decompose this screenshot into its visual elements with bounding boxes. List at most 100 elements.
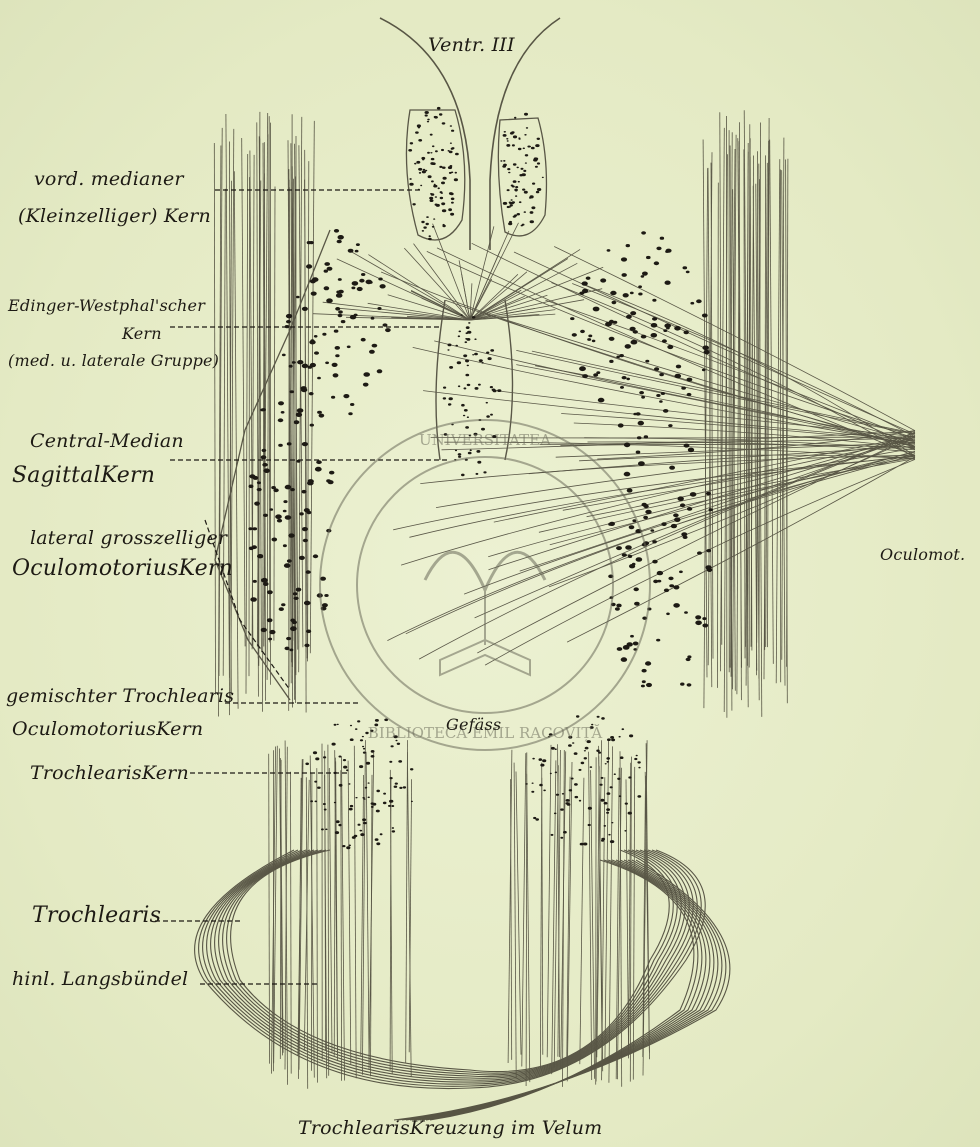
nerve-cell [375, 838, 379, 841]
nerve-cell [248, 527, 252, 530]
nerve-cell [294, 597, 299, 600]
nerve-cell [652, 560, 657, 564]
nerve-cell [643, 504, 648, 508]
nerve-cell [509, 202, 512, 204]
nerve-cell [461, 474, 465, 477]
nerve-cell [671, 524, 677, 528]
nerve-cell [537, 162, 540, 164]
nerve-cell [667, 345, 673, 349]
nerve-cell [637, 436, 642, 439]
nerve-cell [282, 354, 286, 357]
nerve-cell [337, 724, 339, 725]
nerve-cell [356, 243, 360, 246]
nerve-cell [638, 285, 642, 288]
nerve-cell [593, 307, 600, 312]
fiber-strand [308, 161, 309, 661]
oculomotor-fiber [406, 451, 915, 634]
nerve-cell [641, 685, 645, 688]
nerve-cell [371, 317, 375, 320]
nerve-cell [695, 615, 701, 619]
nerve-cell [359, 765, 363, 768]
fiber-strand [633, 767, 634, 1080]
nerve-cell [339, 756, 342, 758]
nerve-cell [433, 185, 437, 188]
nerve-cell [391, 745, 394, 747]
nerve-cell [517, 213, 520, 215]
label-kleinzelliger-kern: (Kleinzelliger) Kern [18, 205, 211, 227]
nerve-cell [472, 316, 476, 319]
nerve-cell [464, 409, 468, 412]
nerve-cell [508, 172, 510, 174]
nerve-cell [569, 789, 572, 791]
nerve-cell [328, 480, 334, 484]
nerve-cell [597, 716, 600, 718]
nerve-cell [587, 338, 591, 341]
nerve-cell [551, 834, 554, 836]
nerve-cell [490, 414, 493, 416]
nerve-cell [702, 617, 706, 620]
nerve-cell [302, 527, 308, 531]
nerve-cell [428, 175, 432, 178]
nerve-cell [436, 204, 440, 207]
nerve-cell [334, 330, 339, 333]
nerve-cell [609, 360, 613, 363]
nerve-cell [523, 170, 526, 172]
nerve-cell [636, 755, 638, 757]
nerve-cell [532, 783, 534, 784]
nerve-cell [609, 337, 615, 341]
nerve-cell [642, 680, 646, 683]
nerve-cell [588, 807, 592, 810]
nerve-cell [262, 463, 267, 467]
nerve-cell [359, 830, 362, 832]
nerve-cell [455, 153, 459, 156]
nerve-cell [455, 345, 458, 347]
nerve-cell [316, 460, 322, 464]
nerve-cell [637, 795, 641, 798]
nerve-cell [442, 167, 446, 169]
nerve-cell [626, 378, 630, 381]
nerve-cell [362, 736, 364, 737]
nerve-cell [321, 828, 324, 830]
nerve-cell [566, 799, 570, 802]
fiber-strand [366, 752, 369, 1064]
nerve-cell [612, 301, 617, 304]
nerve-cell [622, 728, 625, 730]
nerve-cell [606, 757, 610, 760]
nerve-cell [579, 800, 581, 802]
radiating-fiber [352, 252, 470, 320]
nerve-cell [513, 163, 517, 165]
nerve-cell [348, 412, 352, 415]
nerve-cell [296, 412, 302, 417]
nerve-cell [665, 281, 671, 285]
nerve-cell [542, 177, 544, 178]
nerve-cell [363, 383, 369, 387]
nerve-cell [684, 331, 689, 335]
nerve-cell [478, 384, 481, 386]
nerve-cell [299, 556, 305, 560]
nerve-cell [609, 320, 614, 324]
nerve-cell [450, 193, 454, 196]
nerve-cell [638, 767, 640, 769]
nerve-cell [261, 455, 267, 459]
nerve-cell [555, 748, 557, 750]
nerve-cell [281, 603, 285, 606]
nerve-cell [392, 830, 395, 832]
nerve-cell [512, 144, 515, 146]
nerve-cell [249, 485, 254, 489]
nerve-cell [467, 384, 471, 386]
oculomotor-fiber [514, 252, 915, 434]
nerve-cell [560, 837, 563, 839]
nerve-cell [286, 314, 292, 318]
nerve-cell [385, 328, 391, 332]
nerve-cell [535, 144, 539, 147]
nerve-cell [284, 563, 291, 568]
nerve-cell [357, 287, 363, 291]
fiber-strand [547, 745, 551, 1057]
nerve-cell [631, 340, 638, 345]
nerve-cell [486, 402, 488, 404]
nerve-cell [607, 249, 611, 252]
nerve-cell [601, 777, 604, 779]
nerve-cell [550, 773, 552, 774]
nerve-cell [709, 508, 713, 511]
nerve-cell [287, 442, 292, 445]
